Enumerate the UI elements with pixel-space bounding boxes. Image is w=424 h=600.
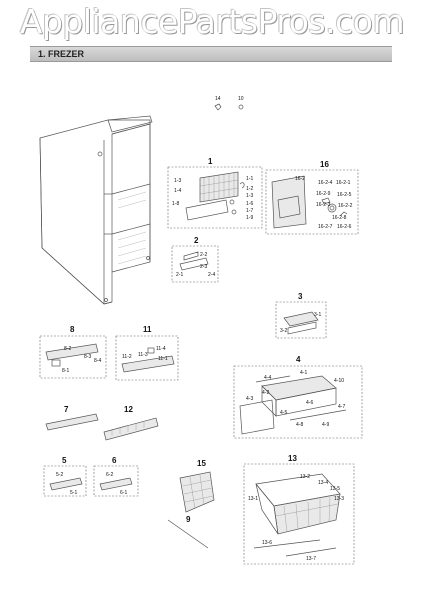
callout-13-7: 13-7: [306, 556, 316, 562]
assembly-2-tray: 2 2-2 2-1 2-3 2-4: [171, 236, 219, 283]
callout-6-1: 6-1: [120, 490, 127, 496]
callout-13-6: 13-6: [262, 540, 272, 546]
callout-13-3: 13-3: [334, 496, 344, 502]
callout-16-2-7: 16-2-7: [318, 224, 333, 230]
callout-1-7: 1-7: [246, 208, 253, 214]
callout-4-8: 4-8: [296, 422, 303, 428]
callout-16-2-2: 16-2-2: [338, 203, 353, 209]
callout-13-4: 13-4: [318, 480, 328, 486]
callout-4-3: 4-3: [246, 396, 253, 402]
callout-1-4: 1-4: [174, 188, 181, 194]
assembly-1-ice-maker: 1 1-3 1-4 1-8 1-1 1-2 1-3 1-6 1-7 1-9: [167, 157, 263, 229]
callout-16-2-5: 16-2-5: [337, 192, 352, 198]
callout-2-4: 2-4: [208, 272, 215, 278]
callout-2-2: 2-2: [200, 252, 207, 258]
callout-4-2: 4-2: [262, 390, 269, 396]
callout-11-3: 11-3: [138, 352, 148, 358]
callout-8-3: 8-3: [84, 354, 91, 360]
callout-8-4: 8-4: [94, 358, 101, 364]
callout-5-2: 5-2: [56, 472, 63, 478]
callout-1: 1: [208, 157, 213, 166]
callout-13-1: 13-1: [248, 496, 258, 502]
callout-13: 13: [288, 454, 297, 463]
part-12-cover: 12: [103, 405, 159, 441]
part-7-cover: 7: [45, 405, 99, 431]
section-title: 1. FREZER: [38, 49, 85, 59]
callout-15: 15: [197, 459, 206, 468]
callout-13-2: 13-2: [300, 474, 310, 480]
callout-16-2: 16-2: [295, 176, 305, 182]
callout-1-3: 1-3: [246, 193, 253, 199]
callout-4-7: 4-7: [338, 404, 345, 410]
callout-11-1: 11-1: [158, 356, 168, 362]
callout-1-1: 1-1: [246, 176, 253, 182]
assembly-3-shelf: 3 3-1 3-2: [275, 292, 327, 339]
part-15-basket: 15: [179, 459, 215, 513]
callout-5: 5: [62, 456, 67, 465]
part-10-screw: 10: [238, 96, 244, 110]
callout-6-2: 6-2: [106, 472, 113, 478]
refrigerator-cabinet: [39, 115, 153, 305]
callout-6: 6: [112, 456, 117, 465]
callout-16: 16: [320, 160, 329, 169]
callout-16-2-9: 16-2-9: [316, 191, 331, 197]
callout-2-1: 2-1: [176, 272, 183, 278]
callout-4-5: 4-5: [280, 410, 287, 416]
callout-16-2-1: 16-2-1: [336, 180, 351, 186]
callout-8-2: 8-2: [64, 346, 71, 352]
callout-14: 14: [215, 96, 221, 102]
callout-13-5: 13-5: [330, 486, 340, 492]
assembly-6-cover: 6 6-2 6-1: [93, 456, 139, 497]
callout-4-4: 4-4: [264, 375, 271, 381]
callout-3-2: 3-2: [280, 328, 287, 334]
callout-5-1: 5-1: [70, 490, 77, 496]
assembly-11-cover: 11 11-4 11-2 11-3 11-1: [115, 325, 179, 381]
callout-4: 4: [296, 355, 301, 364]
section-header: 1. FREZER: [30, 46, 392, 62]
callout-10: 10: [238, 96, 244, 102]
callout-16-2-4: 16-2-4: [318, 180, 333, 186]
callout-11-4: 11-4: [156, 346, 166, 352]
callout-1-9: 1-9: [246, 215, 253, 221]
callout-2-3: 2-3: [200, 264, 207, 270]
callout-16-2-3: 16-2-3: [316, 202, 331, 208]
callout-8: 8: [70, 325, 75, 334]
assembly-8-cover: 8 8-2 8-3 8-4 8-1: [39, 325, 107, 379]
callout-1-6: 1-6: [246, 201, 253, 207]
callout-11: 11: [143, 325, 152, 334]
watermark-logo: AppliancePartsPros.com: [19, 2, 405, 41]
callout-16-2-6: 16-2-6: [337, 224, 352, 230]
callout-1-3b: 1-3: [174, 178, 181, 184]
assembly-16-cover: 16 16-2 16-2-4 16-2-1 16-2-9 16-2-5 16-2…: [265, 160, 359, 235]
callout-11-2: 11-2: [122, 354, 132, 360]
assembly-13-basket: 13 13-2 13-4 13-5 13-1 13-3 13-6 13-7: [243, 454, 355, 565]
callout-4-9: 4-9: [322, 422, 329, 428]
callout-1-8: 1-8: [172, 201, 179, 207]
callout-12: 12: [124, 405, 133, 414]
callout-7: 7: [64, 405, 69, 414]
callout-1-2: 1-2: [246, 186, 253, 192]
callout-3: 3: [298, 292, 303, 301]
callout-8-1: 8-1: [62, 368, 69, 374]
callout-4-1: 4-1: [300, 370, 307, 376]
callout-4-10: 4-10: [334, 378, 344, 384]
callout-4-6: 4-6: [306, 400, 313, 406]
assembly-5-cover: 5 5-2 5-1: [43, 456, 87, 497]
callout-2: 2: [194, 236, 199, 245]
assembly-4-drawer: 4 4-4 4-1 4-10 4-2 4-3 4-6 4-5 4-7 4-8 4…: [233, 355, 363, 439]
callout-9: 9: [186, 515, 191, 524]
part-9-strip: 9: [167, 515, 209, 549]
callout-3-1: 3-1: [314, 312, 321, 318]
callout-16-2-8: 16-2-8: [332, 215, 347, 221]
part-14-screw: 14: [214, 96, 222, 111]
